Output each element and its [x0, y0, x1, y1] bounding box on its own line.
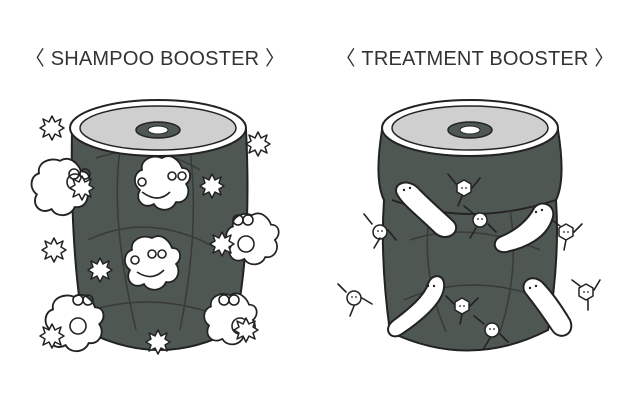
cube-character-icon: [558, 223, 574, 241]
ball-character-icon: [472, 212, 488, 228]
cube-character-icon: [456, 179, 472, 197]
sparkle-burst-icon: [199, 173, 225, 199]
treatment-booster-title: 〈 TREATMENT BOOSTER 〉: [335, 48, 615, 70]
capsule-character: [395, 181, 457, 238]
cube-character-icon: [454, 297, 470, 315]
capsule-character: [387, 275, 446, 338]
sparkle-burst-icon: [87, 257, 113, 283]
sparkle-burst-icon: [209, 231, 235, 257]
sparkle-burst-icon: [233, 317, 259, 343]
sparkle-burst-icon: [41, 237, 67, 263]
ball-character-icon: [484, 322, 500, 338]
ball-character-icon: [372, 224, 388, 240]
shampoo-booster-title: 〈 SHAMPOO BOOSTER 〉: [24, 48, 286, 70]
cube-character-icon: [578, 283, 594, 301]
treatment-capsule-characters: [337, 173, 601, 349]
sparkle-burst-icon: [69, 175, 95, 201]
shampoo-foam-characters: [30, 115, 280, 355]
sparkle-burst-icon: [39, 323, 65, 349]
sparkle-burst-icon: [145, 329, 171, 355]
sparkle-burst-icon: [39, 115, 65, 141]
sparkle-burst-icon: [245, 131, 271, 157]
capsule-character: [493, 202, 555, 254]
ball-character-icon: [346, 290, 362, 306]
capsule-character: [522, 277, 573, 337]
